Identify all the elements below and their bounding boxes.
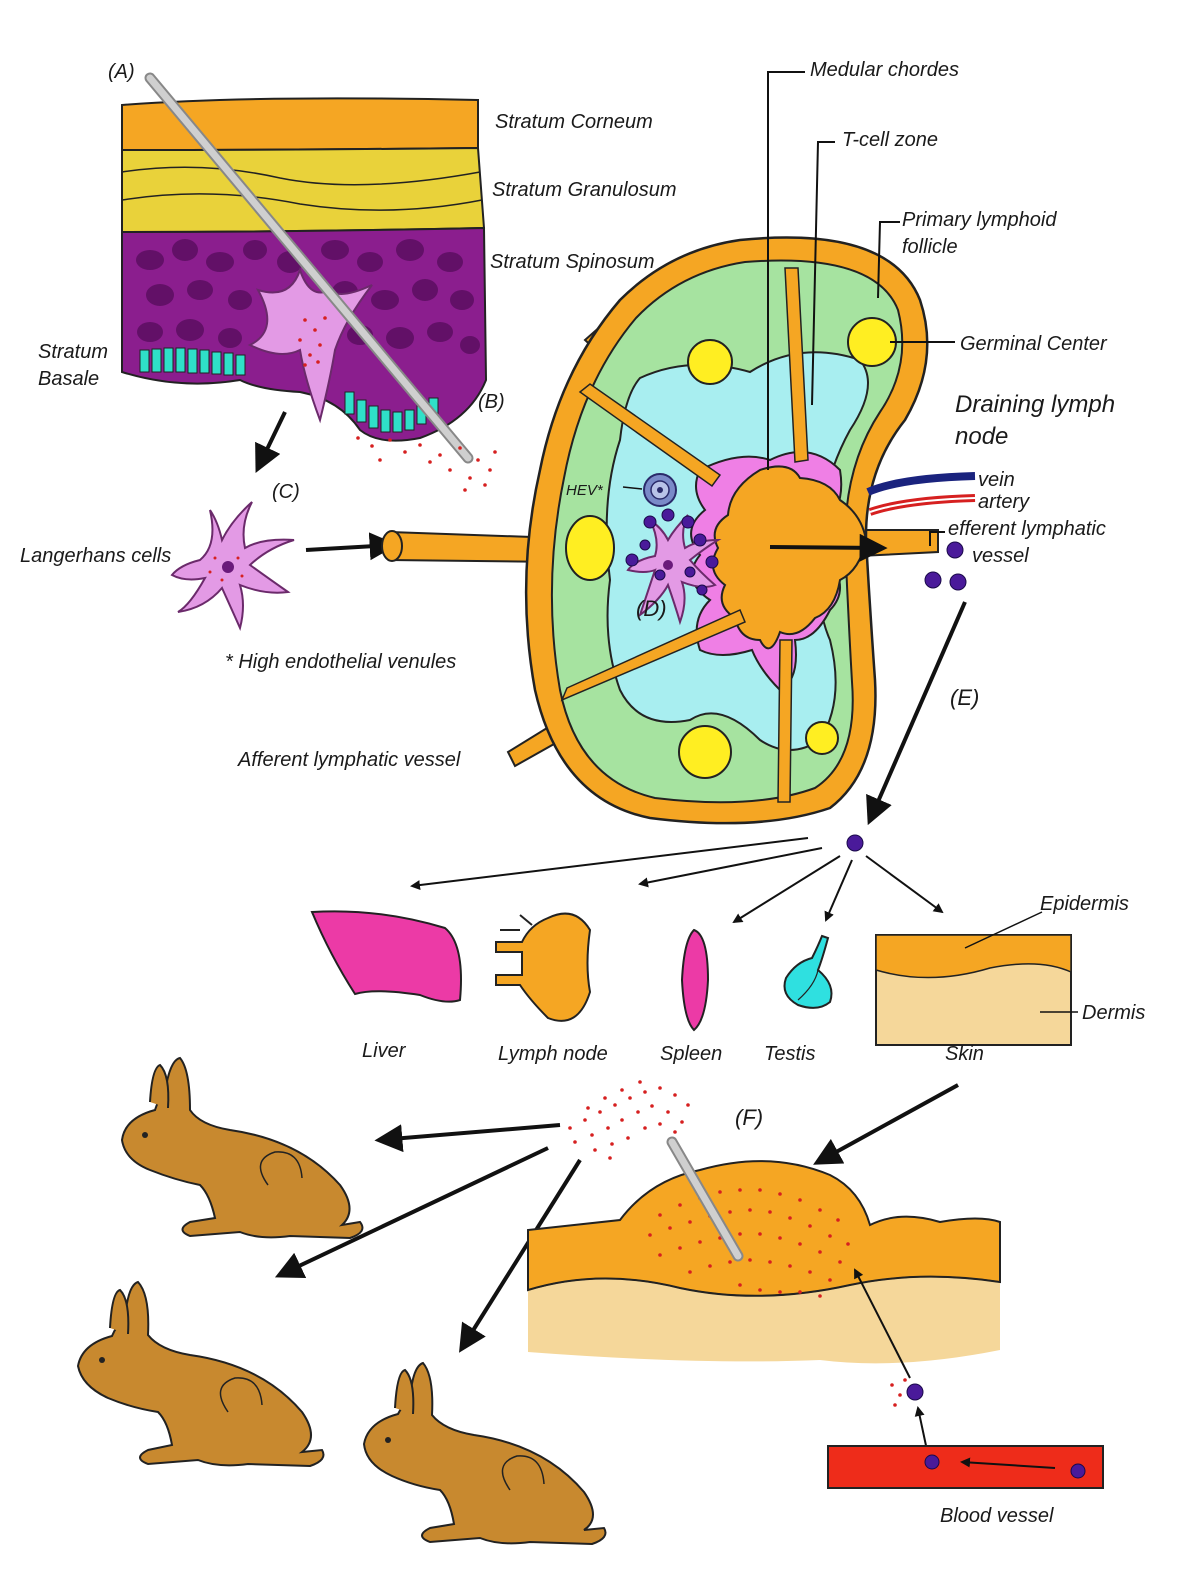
rabbit (362, 1361, 607, 1546)
extravasating-lymphocyte (906, 1383, 924, 1401)
label-t-cell-zone: T-cell zone (842, 129, 938, 151)
label-stratum-granulosum: Stratum Granulosum (492, 179, 677, 201)
label-spleen: Spleen (660, 1043, 722, 1065)
label-germinal-center: Germinal Center (960, 333, 1108, 355)
spleen-shape (680, 928, 710, 1032)
blood-lymphocyte (1070, 1463, 1086, 1479)
arrow-to-circulation (866, 601, 967, 826)
target-organs: Liver Lymph node Spleen Testis Skin Epid… (310, 893, 1145, 1065)
trabecula (578, 383, 722, 488)
stratum-granulosum-layer (121, 146, 486, 234)
rabbit (76, 1280, 325, 1468)
germinal-center-follicle (565, 515, 615, 581)
skin-panel-epidermis (875, 934, 1072, 979)
label-stratum-basale-line2: Basale (38, 368, 99, 390)
label-c: (C) (272, 481, 300, 503)
arrow-through-node (769, 533, 888, 562)
germinal-center-follicle (847, 317, 897, 367)
injected-antigen-dots-b (356, 436, 497, 492)
vein (866, 472, 976, 496)
germinal-center-follicle (687, 339, 733, 385)
label-dermis: Dermis (1082, 1002, 1145, 1024)
germinal-center-follicle (678, 725, 732, 779)
skin-section: (A) Stratum Corneum Stratum Granulosum S… (38, 61, 677, 492)
label-draining-lymph-node-line2: node (955, 423, 1008, 450)
artery (868, 494, 976, 516)
challenge-epidermis-bump (527, 1160, 1001, 1297)
trabecula (784, 267, 809, 463)
label-liver: Liver (362, 1040, 407, 1062)
label-langerhans-cells: Langerhans cells (20, 545, 171, 567)
label-vein: vein (978, 469, 1015, 491)
trabecula (560, 608, 746, 702)
testis-shape (783, 934, 833, 1009)
label-stratum-basale-line1: Stratum (38, 341, 108, 363)
trabecula (777, 639, 793, 803)
lymph-node-organ (495, 912, 592, 1022)
label-hev-footnote: * High endothelial venules (225, 651, 456, 673)
label-draining-lymph-node-line1: Draining lymph (955, 391, 1115, 418)
label-b: (B) (478, 391, 505, 413)
efferent-vessel (859, 529, 939, 558)
lymphocyte-cluster (625, 508, 719, 596)
arrow-langerhans-to-node (305, 532, 398, 561)
label-e: (E) (950, 685, 979, 710)
efferent-lymphocytes (924, 541, 967, 591)
arrow-skin-to-challenge (813, 1083, 959, 1165)
label-efferent-line1: efferent lymphatic (948, 518, 1106, 540)
medullary-sinus-center (711, 465, 868, 650)
label-primary-follicle-line1: Primary lymphoid (902, 209, 1057, 231)
label-artery: artery (978, 491, 1030, 513)
label-skin: Skin (945, 1043, 984, 1065)
arrow-skin-to-langerhans (255, 411, 287, 474)
circulating-lymphocyte (846, 834, 864, 852)
blood-lymphocyte (924, 1454, 940, 1470)
blood-vessel (827, 1445, 1104, 1489)
langerhans-cell-group: (C) Langerhans cells * High endothelial … (20, 481, 456, 673)
challenge-site: Blood vessel (527, 1136, 1104, 1527)
germinal-center-follicle (805, 721, 839, 755)
label-stratum-corneum: Stratum Corneum (495, 111, 653, 133)
label-lymph-node: Lymph node (498, 1043, 608, 1065)
challenge-antigen-dots (648, 1188, 850, 1298)
label-stratum-spinosum: Stratum Spinosum (490, 251, 655, 273)
label-a: (A) (108, 61, 135, 83)
liver-shape (310, 910, 462, 1003)
stratum-basale-cells (139, 347, 439, 433)
label-afferent-vessel: Afferent lymphatic vessel (237, 749, 461, 771)
rabbit-arrows (274, 1123, 582, 1353)
label-f: (F) (735, 1105, 763, 1130)
label-primary-follicle-line2: follicle (902, 236, 958, 258)
antigen-source-f (568, 1080, 690, 1160)
label-medular-chordes: Medular chordes (810, 59, 959, 81)
label-efferent-line2: vessel (972, 545, 1029, 567)
label-blood-vessel: Blood vessel (940, 1505, 1054, 1527)
label-hev: HEV* (566, 482, 604, 499)
label-epidermis: Epidermis (1040, 893, 1129, 915)
rabbit (120, 1056, 364, 1240)
label-d: (D) (636, 596, 667, 621)
distribution-arrows (410, 837, 944, 924)
draining-lymph-node: Medular chordes T-cell zone Primary lymp… (237, 59, 1115, 825)
label-testis: Testis (764, 1043, 816, 1065)
